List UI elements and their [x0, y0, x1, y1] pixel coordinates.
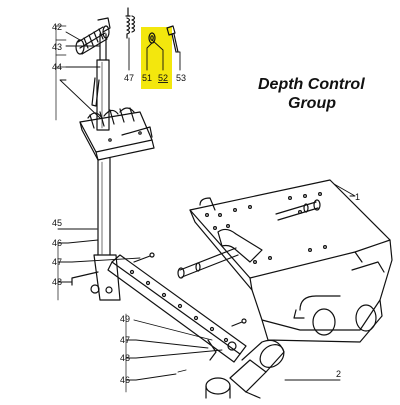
title-line-1: Depth Control — [258, 76, 365, 93]
roller-assembly — [205, 339, 285, 399]
label-48-left: 48 — [52, 277, 62, 287]
label-44: 44 — [52, 62, 62, 72]
label-45: 45 — [52, 218, 62, 228]
label-51: 51 — [142, 73, 152, 83]
label-49: 49 — [120, 314, 130, 324]
label-52: 52 — [158, 73, 168, 83]
handle-assembly — [75, 17, 155, 161]
label-46-left: 46 — [52, 238, 62, 248]
top-leaders — [55, 25, 181, 121]
label-1: 1 — [355, 192, 360, 202]
label-42: 42 — [52, 22, 62, 32]
part-labels: 42 43 44 47 51 52 53 1 45 46 47 48 49 47… — [52, 22, 360, 385]
part-52-highlight — [141, 27, 172, 89]
slotted-bar — [107, 254, 247, 363]
label-47-low: 47 — [120, 335, 130, 345]
label-47-top: 47 — [124, 73, 134, 83]
label-48-low: 48 — [120, 353, 130, 363]
left-leaders — [57, 183, 356, 393]
small-parts — [125, 7, 179, 53]
label-47-left: 47 — [52, 257, 62, 267]
label-2: 2 — [336, 369, 341, 379]
main-frame — [177, 179, 393, 343]
label-53: 53 — [176, 73, 186, 83]
vertical-bar — [71, 157, 155, 301]
label-46-low: 46 — [120, 375, 130, 385]
label-43: 43 — [52, 42, 62, 52]
title-line-2: Group — [288, 95, 336, 112]
